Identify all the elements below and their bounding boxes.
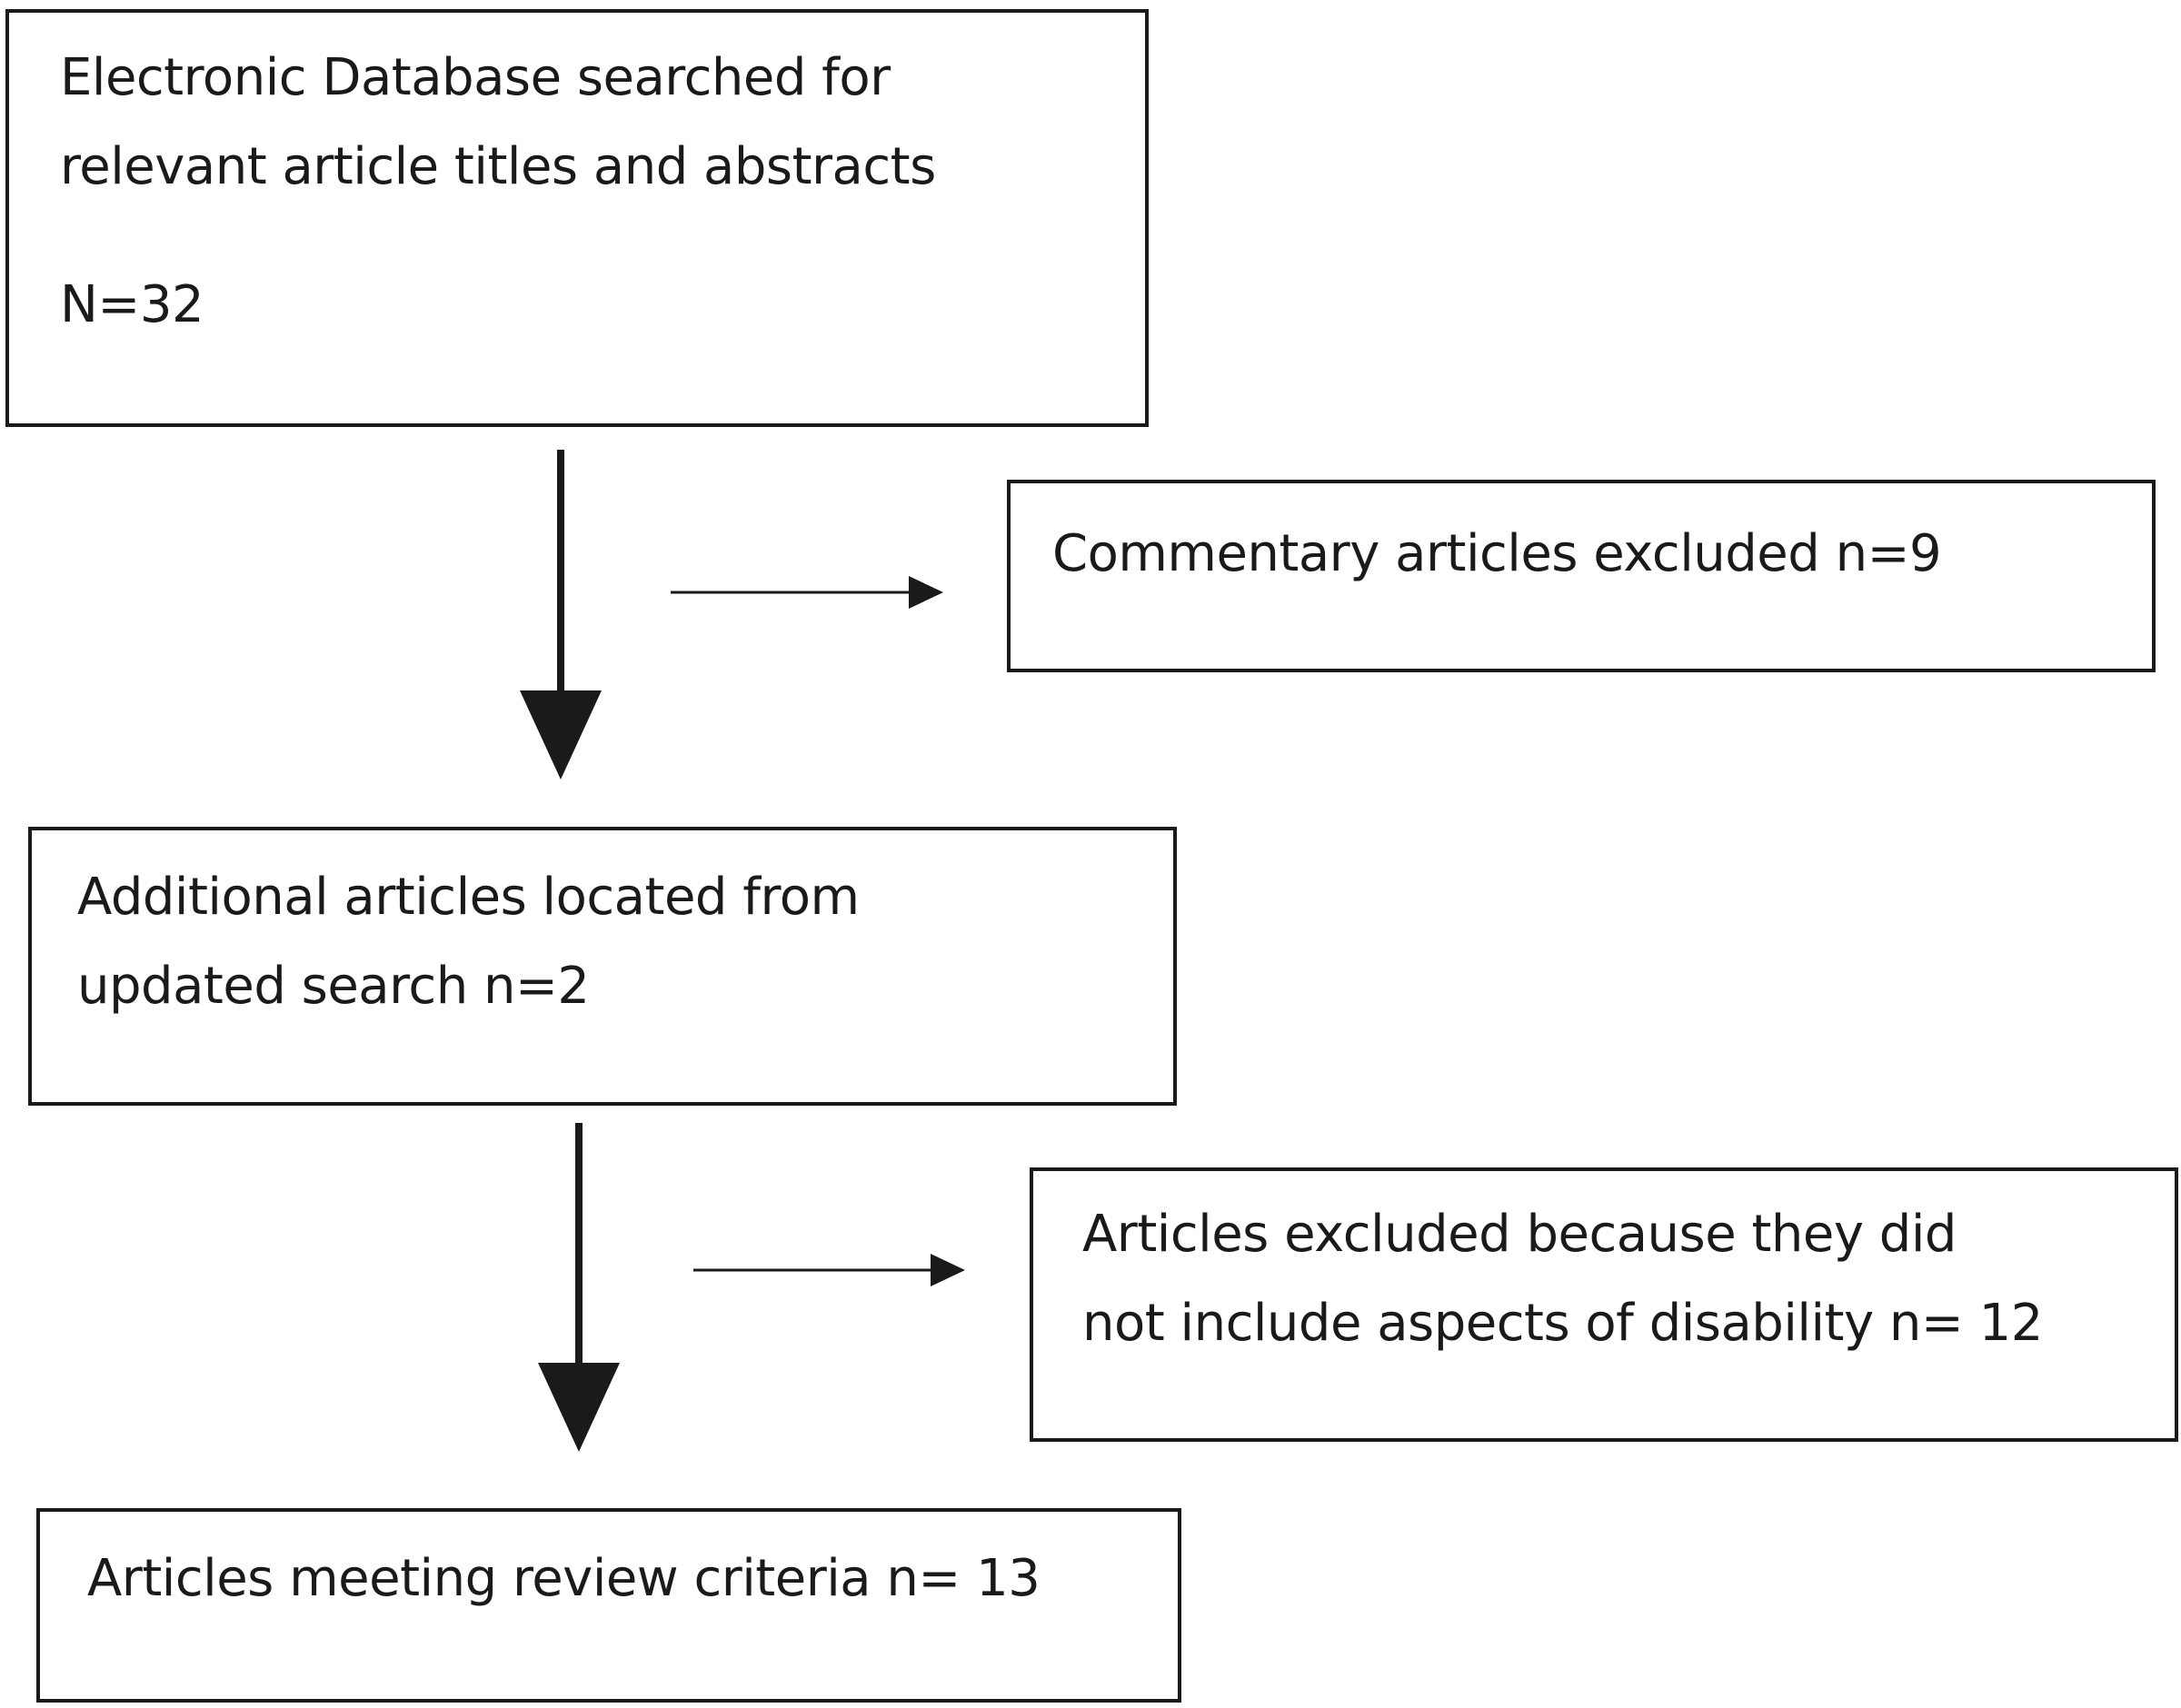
arrow-head-down (538, 1363, 620, 1452)
disability-line-2: not include aspects of disability n= 12 (1082, 1294, 2043, 1353)
additional-line-2: updated search n=2 (77, 957, 590, 1016)
arrow-head-right (909, 576, 943, 609)
box-commentary-excluded: Commentary articles excluded n=9 (1007, 480, 2156, 672)
box-database-search: Electronic Database searched for relevan… (5, 9, 1149, 427)
box-meeting-criteria: Articles meeting review criteria n= 13 (36, 1508, 1181, 1703)
arrow-head-right (931, 1254, 965, 1286)
arrow-to-commentary (671, 576, 943, 609)
arrow-to-disability (693, 1254, 965, 1286)
additional-line-1: Additional articles located from (77, 868, 860, 927)
arrow-additional-to-meeting (538, 1123, 620, 1452)
database-line-1: Electronic Database searched for (60, 48, 891, 107)
disability-line-1: Articles excluded because they did (1082, 1205, 1957, 1264)
box-disability-excluded: Articles excluded because they did not i… (1030, 1167, 2178, 1442)
database-line-2: relevant article titles and abstracts (60, 137, 936, 196)
commentary-line-1: Commentary articles excluded n=9 (1052, 524, 1942, 583)
database-count: N=32 (60, 275, 204, 334)
meeting-line-1: Articles meeting review criteria n= 13 (87, 1549, 1041, 1608)
arrow-database-to-additional (520, 450, 602, 780)
arrow-head-down (520, 690, 602, 780)
box-additional-articles: Additional articles located from updated… (28, 827, 1177, 1106)
